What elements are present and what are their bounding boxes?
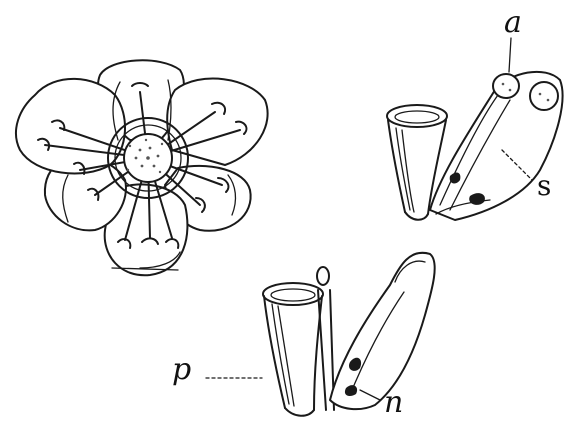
label-a: a	[504, 8, 522, 38]
leader-line-a	[509, 38, 511, 72]
flower-top-view	[16, 60, 268, 275]
lower-curled-segment	[330, 253, 435, 409]
anther-a	[493, 74, 519, 98]
label-n: n	[384, 388, 403, 418]
lower-cup	[263, 283, 323, 416]
flower-petal-right	[167, 79, 268, 165]
label-p: p	[172, 355, 191, 385]
label-s: s	[537, 172, 551, 200]
